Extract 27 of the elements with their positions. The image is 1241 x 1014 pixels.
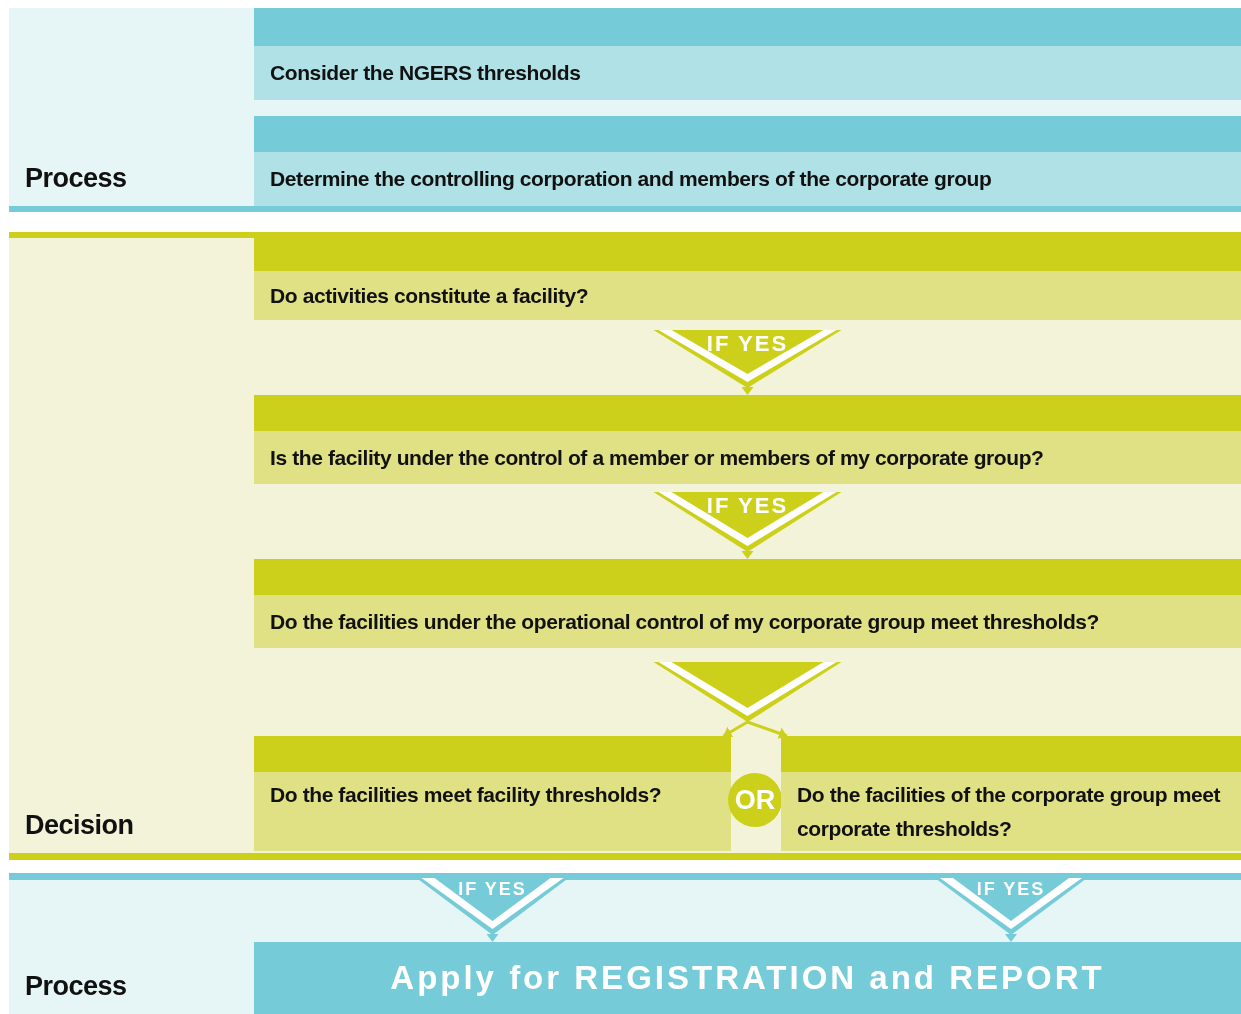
action-banner — [254, 942, 1241, 1014]
process-lane — [9, 873, 1241, 1014]
step-box — [254, 8, 1241, 100]
step-text: Determine the controlling corporation and members of the corporate group — [270, 166, 993, 192]
lane-label: Decision — [25, 810, 134, 841]
step-box — [254, 116, 1241, 206]
step-box — [254, 238, 1241, 320]
edge-label: IF YES — [706, 331, 789, 357]
process-lane — [9, 8, 1241, 212]
edge-label: IF YES — [976, 879, 1046, 900]
step-text: Do the facilities of the corporate group meet corporate thresholds? — [797, 782, 1222, 842]
step-box — [781, 736, 1241, 851]
step-text: Consider the NGERS thresholds — [270, 60, 582, 86]
lane-label: Process — [25, 163, 127, 194]
or-circle: OR — [728, 773, 782, 827]
step-box — [254, 559, 1241, 648]
step-text: Do the facilities meet facility thresholds? — [270, 782, 663, 808]
banner-text: Apply for REGISTRATION and REPORT — [390, 959, 1105, 997]
edge-label: IF YES — [706, 493, 789, 519]
lane-label: Process — [25, 971, 127, 1002]
step-text: Do the facilities under the operational control of my corporate group meet thresholds? — [270, 608, 1101, 635]
step-text: Is the facility under the control of a member or members of my corporate group? — [270, 444, 1045, 471]
step-box — [254, 736, 731, 851]
decision-lane — [9, 232, 1241, 860]
edge-label: IF YES — [458, 879, 527, 900]
step-text: Do activities constitute a facility? — [270, 282, 590, 309]
step-box — [254, 395, 1241, 484]
